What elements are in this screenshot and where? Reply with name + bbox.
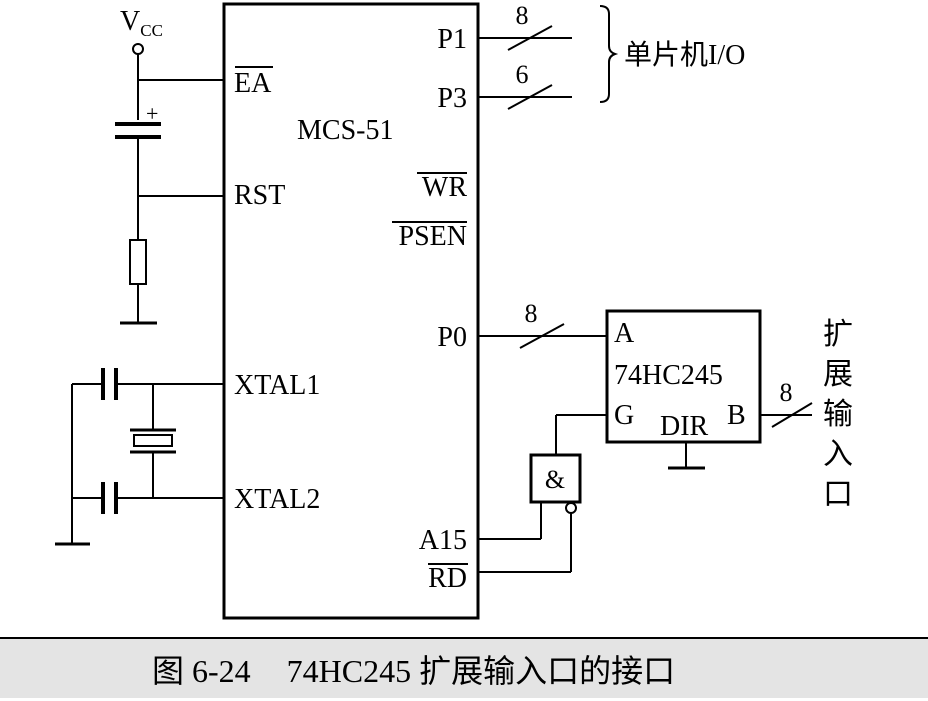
plus-sign: + xyxy=(146,101,158,126)
io-label: 单片机I/O xyxy=(624,39,745,71)
chip-pin-g: G xyxy=(614,400,634,431)
chip-pin-dir: DIR xyxy=(660,411,709,442)
xtal2-pin-label: XTAL2 xyxy=(234,484,320,515)
chip-pin-b: B xyxy=(727,400,746,431)
chip-pin-a: A xyxy=(614,318,635,349)
wr-pin-label: WR xyxy=(422,172,467,203)
p0-pin-label: P0 xyxy=(437,322,467,353)
vcc-terminal xyxy=(132,43,144,55)
psen-pin-label: PSEN xyxy=(399,221,467,252)
ea-pin-label: EA xyxy=(234,68,272,99)
and-gate-inversion-bubble xyxy=(565,502,577,514)
expand-char: 输 xyxy=(823,398,853,431)
p0-bus-slash xyxy=(519,323,565,349)
mcu-box xyxy=(222,2,480,620)
output-bus-width: 8 xyxy=(780,378,793,407)
p0-bus-width: 8 xyxy=(525,299,538,328)
expand-char: 扩 xyxy=(823,318,853,351)
figure-number: 图 6-24 xyxy=(152,652,251,689)
expand-char: 展 xyxy=(823,358,853,391)
p3-pin-label: P3 xyxy=(437,83,467,114)
expand-char: 入 xyxy=(823,438,853,471)
expand-label: 扩 展 输 入 口 xyxy=(823,318,853,511)
output-bus-slash xyxy=(771,402,813,428)
crystal-body xyxy=(133,434,173,447)
xtal1-pin-label: XTAL1 xyxy=(234,370,320,401)
figure-caption: 图 6-24 74HC245 扩展输入口的接口 xyxy=(0,637,928,698)
p3-bus-slash xyxy=(507,84,553,110)
p1-bus-slash xyxy=(507,25,553,51)
chip-name: 74HC245 xyxy=(614,360,723,391)
mcu-name: MCS-51 xyxy=(297,115,393,146)
rd-pin-label: RD xyxy=(428,563,467,594)
io-brace xyxy=(599,5,619,103)
rst-pin-label: RST xyxy=(234,180,285,211)
hc245-box xyxy=(605,309,762,444)
reset-resistor xyxy=(129,239,147,285)
expand-char: 口 xyxy=(823,478,853,511)
p1-pin-label: P1 xyxy=(437,24,467,55)
p3-bus-width: 6 xyxy=(516,60,529,89)
a15-pin-label: A15 xyxy=(419,525,467,556)
vcc-label: VCC xyxy=(120,6,163,40)
p1-bus-width: 8 xyxy=(516,1,529,30)
figure-title: 74HC245 扩展输入口的接口 xyxy=(286,652,676,689)
gate-symbol: & xyxy=(545,465,565,494)
